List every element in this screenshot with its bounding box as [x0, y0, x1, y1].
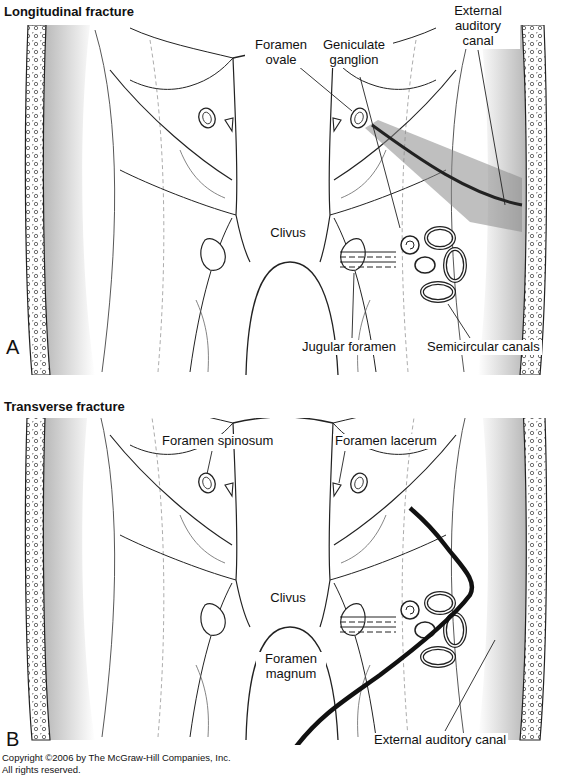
- copyright-note: All rights reserved.: [0, 765, 83, 776]
- panel-b-skull-base: [25, 418, 546, 745]
- part-label: External auditory canal: [372, 733, 508, 748]
- panel-a-skull-base: [25, 25, 546, 375]
- part-label: Foramen ovale: [245, 38, 317, 68]
- leader-line: [478, 50, 505, 205]
- longitudinal-fracture-band: [365, 120, 522, 232]
- part-label: Foramen spinosum: [160, 434, 275, 449]
- part-label: Geniculate ganglion: [315, 38, 393, 68]
- leader-line: [352, 273, 354, 338]
- part-label: Foramen magnum: [256, 652, 326, 682]
- leader-line: [448, 304, 470, 338]
- panel-letter: B: [4, 728, 21, 751]
- part-label: Clivus: [258, 226, 318, 241]
- transverse-fracture-line: [295, 508, 472, 745]
- copyright-note: Copyright ©2006 by The McGraw-Hill Compa…: [0, 753, 233, 764]
- leader-line: [207, 451, 212, 474]
- leader-line: [360, 77, 400, 228]
- leader-line: [445, 640, 495, 731]
- part-label: External auditory canal: [436, 4, 520, 49]
- panel-heading: Longitudinal fracture: [2, 5, 136, 20]
- panel-letter: A: [4, 336, 21, 359]
- part-label: Jugular foramen: [300, 340, 398, 355]
- leader-line: [298, 66, 352, 111]
- leader-line: [339, 451, 345, 483]
- longitudinal-fracture-line: [372, 125, 522, 205]
- part-label: Clivus: [258, 591, 318, 606]
- leader-line: [207, 50, 505, 731]
- panel-heading: Transverse fracture: [2, 400, 127, 415]
- part-label: Semicircular canals: [425, 340, 542, 355]
- part-label: Foramen lacerum: [333, 434, 439, 449]
- panel-a-skull-base: [25, 25, 546, 375]
